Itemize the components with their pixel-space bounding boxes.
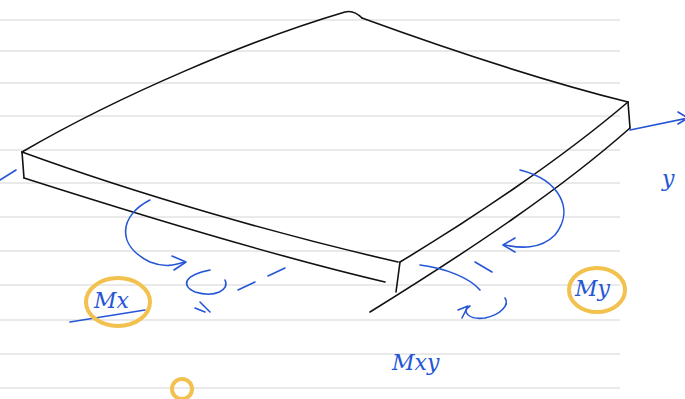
moment-label: Mxy (392, 352, 439, 374)
moment-label: Mx (94, 290, 129, 312)
highlight-circles (86, 268, 625, 399)
moment-label: My (575, 278, 610, 300)
ruled-lines (0, 20, 620, 388)
plate-outline (22, 11, 630, 312)
moment-arrows (0, 112, 685, 322)
moment-label: y (662, 168, 674, 190)
